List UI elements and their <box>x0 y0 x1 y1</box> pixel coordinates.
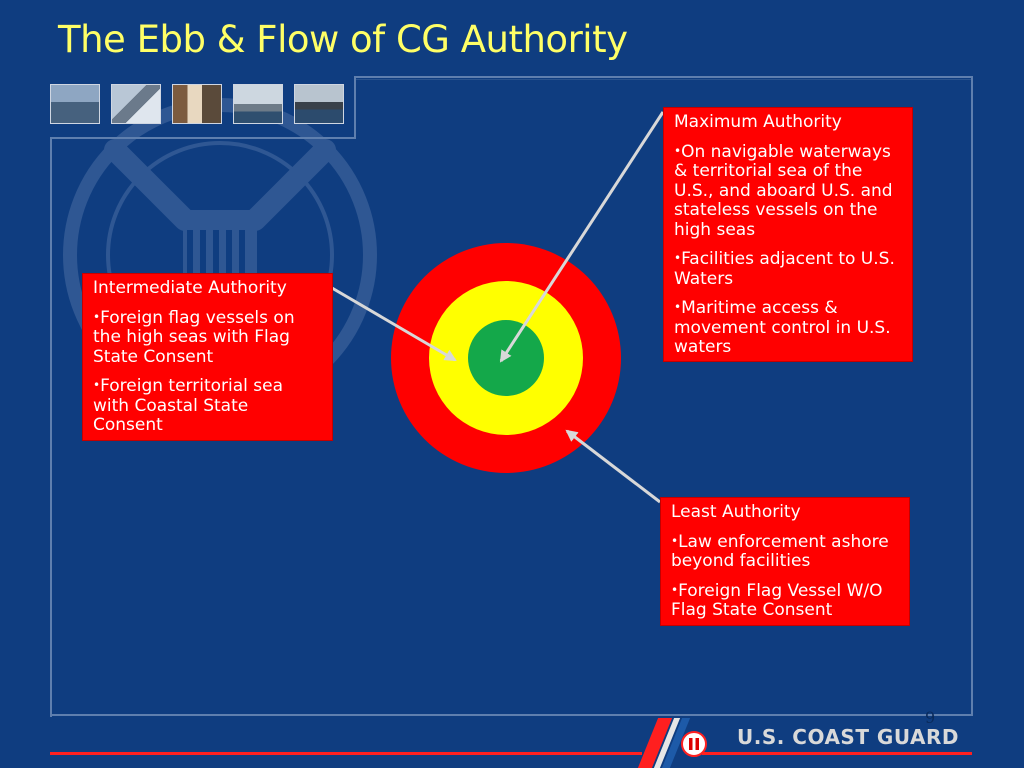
coast-guard-emblem-icon <box>681 731 707 757</box>
least-authority-heading: Least Authority <box>671 503 899 523</box>
intermediate-authority-item: •Foreign flag vessels on the high seas w… <box>93 308 322 368</box>
frame-line-step <box>50 137 356 139</box>
small-boat-photo <box>50 84 100 124</box>
maximum-authority-item: •On navigable waterways & territorial se… <box>674 142 902 241</box>
frame-line-step-vertical <box>354 76 356 139</box>
middle-ring-intermediate-authority <box>429 281 583 435</box>
cutter-photo <box>233 84 283 124</box>
maximum-authority-item: •Facilities adjacent to U.S. Waters <box>674 249 902 289</box>
frame-line-left <box>50 137 52 717</box>
inner-circle-maximum-authority <box>468 320 544 396</box>
frame-line-top <box>356 76 973 78</box>
intermediate-authority-box: Intermediate Authority •Foreign flag ves… <box>82 273 333 441</box>
ship-photo <box>294 84 344 124</box>
least-authority-item: •Foreign Flag Vessel W/O Flag State Cons… <box>671 581 899 621</box>
frame-line-right <box>971 76 973 716</box>
crew-photo <box>172 84 222 124</box>
footer-accent-line <box>50 752 642 755</box>
intermediate-authority-item: •Foreign territorial sea with Coastal St… <box>93 376 322 436</box>
arrow-maximum <box>501 112 663 361</box>
footer-accent-line-right <box>702 752 972 755</box>
maximum-authority-item: •Maritime access & movement control in U… <box>674 298 902 358</box>
arrow-least <box>567 431 660 502</box>
slide-title: The Ebb & Flow of CG Authority <box>58 18 627 61</box>
photo-strip <box>50 84 344 124</box>
outer-ring-least-authority <box>391 243 621 473</box>
maximum-authority-box: Maximum Authority •On navigable waterway… <box>663 107 913 362</box>
maximum-authority-heading: Maximum Authority <box>674 113 902 133</box>
frame-line-top-shadow <box>356 79 973 80</box>
frame-line-bottom <box>50 714 973 716</box>
intermediate-authority-heading: Intermediate Authority <box>93 279 322 299</box>
least-authority-item: •Law enforcement ashore beyond facilitie… <box>671 532 899 572</box>
helicopter-photo <box>111 84 161 124</box>
coast-guard-wordmark: U.S. COAST GUARD <box>737 725 959 749</box>
least-authority-box: Least Authority •Law enforcement ashore … <box>660 497 910 626</box>
